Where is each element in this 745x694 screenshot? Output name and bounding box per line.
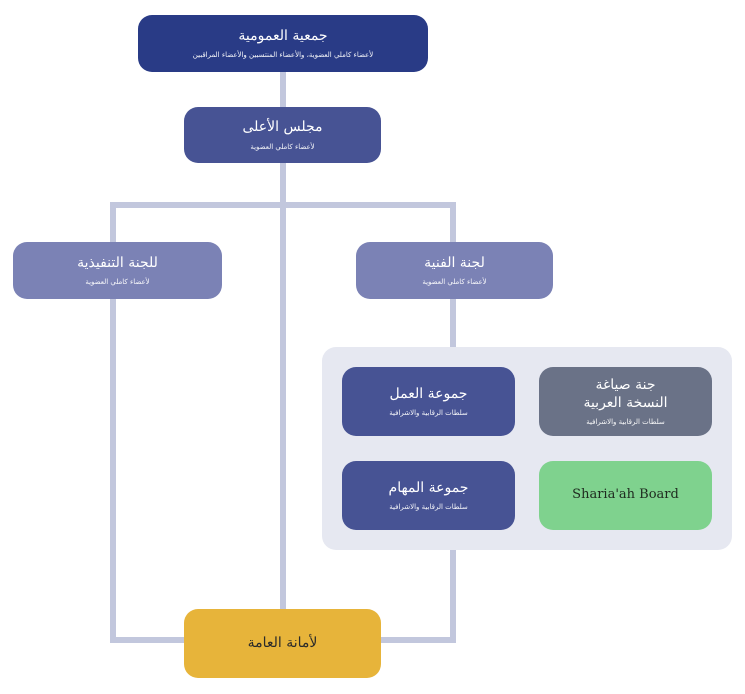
general-assembly-box[interactable]: جمعية العمومية لأعضاء كاملي العضوية، وال…	[138, 15, 428, 72]
high-council-subtitle: لأعضاء كاملي العضوية	[250, 142, 315, 151]
executive-committee-title: للجنة التنفيذية	[77, 254, 158, 271]
general-secretariat-title: لأمانة العامة	[247, 634, 318, 651]
task-group-subtitle: سلطات الرقابية والاشرافية	[389, 503, 468, 512]
sharia-board-title: Sharia'ah Board	[572, 487, 679, 503]
working-group-title: جموعة العمل	[389, 385, 468, 402]
arabic-version-committee-title: جنة صياغة النسخة العربية	[583, 377, 668, 411]
general-secretariat-box[interactable]: لأمانة العامة	[184, 609, 381, 678]
high-council-title: مجلس الأعلى	[242, 119, 323, 136]
arabic-version-committee-box[interactable]: جنة صياغة النسخة العربية سلطات الرقابية …	[539, 367, 712, 436]
technical-committee-box[interactable]: لجنة الفنية لأعضاء كاملي العضوية	[356, 242, 553, 299]
technical-committee-subtitle: لأعضاء كاملي العضوية	[422, 278, 487, 287]
task-group-title: جموعة المهام	[388, 479, 469, 496]
high-council-box[interactable]: مجلس الأعلى لأعضاء كاملي العضوية	[184, 107, 381, 163]
working-group-subtitle: سلطات الرقابية والاشرافية	[389, 409, 468, 418]
task-group-box[interactable]: جموعة المهام سلطات الرقابية والاشرافية	[342, 461, 515, 530]
general-assembly-title: جمعية العمومية	[238, 27, 328, 44]
technical-committee-title: لجنة الفنية	[424, 254, 485, 271]
arabic-version-committee-subtitle: سلطات الرقابية والاشرافية	[586, 418, 665, 426]
sharia-board-box[interactable]: Sharia'ah Board	[539, 461, 712, 530]
executive-committee-subtitle: لأعضاء كاملي العضوية	[85, 278, 150, 287]
working-group-box[interactable]: جموعة العمل سلطات الرقابية والاشرافية	[342, 367, 515, 436]
general-assembly-subtitle: لأعضاء كاملي العضوية، والأعضاء المنتسبين…	[192, 51, 374, 60]
executive-committee-box[interactable]: للجنة التنفيذية لأعضاء كاملي العضوية	[13, 242, 222, 299]
